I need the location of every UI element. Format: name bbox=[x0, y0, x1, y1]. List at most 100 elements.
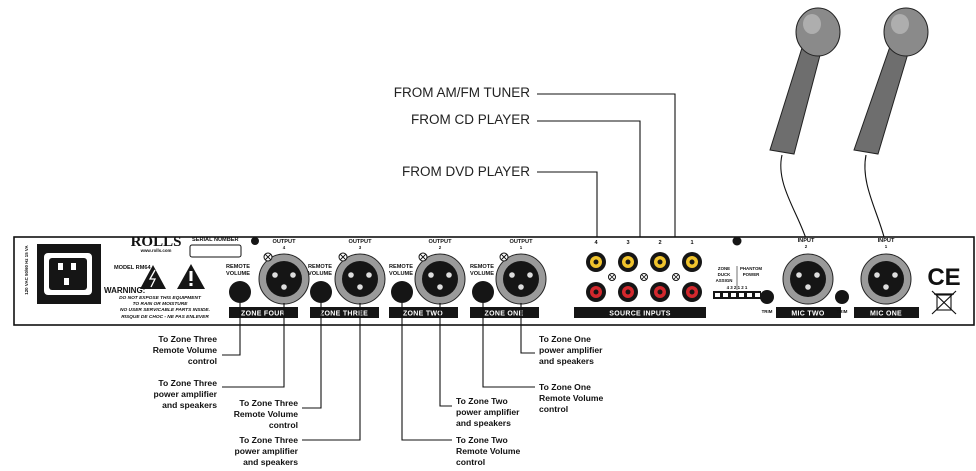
svg-text:To Zone Two: To Zone Two bbox=[456, 396, 508, 406]
screw-hole-2 bbox=[732, 236, 742, 246]
annotation-z3-remote-b: To Zone Three Remote Volume control bbox=[234, 398, 299, 430]
svg-text:To Zone Three: To Zone Three bbox=[239, 398, 298, 408]
svg-text:3: 3 bbox=[359, 245, 362, 250]
svg-text:1: 1 bbox=[690, 240, 693, 246]
svg-text:4: 4 bbox=[283, 245, 286, 250]
power-inlet bbox=[37, 244, 101, 304]
leader-z3-remote bbox=[222, 303, 241, 356]
zone-two-remote-jack bbox=[391, 281, 413, 303]
svg-text:power amplifier: power amplifier bbox=[456, 407, 520, 417]
svg-text:2: 2 bbox=[658, 240, 661, 246]
svg-text:To Zone Three: To Zone Three bbox=[239, 435, 298, 445]
svg-text:ASSIGN: ASSIGN bbox=[716, 278, 733, 283]
annotation-z2-remote: To Zone Two Remote Volume control bbox=[456, 435, 521, 467]
warning-line-4: RISQUE DE CHOC - NE PAS ENLEVER bbox=[121, 314, 209, 320]
model-label: MODEL RM64 bbox=[114, 265, 151, 271]
mic-two-grille bbox=[795, 7, 841, 57]
svg-text:VOLUME: VOLUME bbox=[226, 271, 250, 277]
warning-line-1: DO NOT EXPOSE THIS EQUIPMENT bbox=[119, 295, 202, 301]
svg-text:control: control bbox=[188, 356, 217, 366]
source-inputs-section: 4 3 2 1 SOURCE INPUTS bbox=[574, 240, 706, 318]
dip-switch-section: ZONE DUCK ASSIGN PHANTOM POWER 4 3 2 1 2… bbox=[713, 266, 762, 299]
zone-one-remote-jack bbox=[472, 281, 494, 303]
svg-text:and speakers: and speakers bbox=[243, 457, 298, 467]
svg-text:REMOTE: REMOTE bbox=[389, 264, 413, 270]
svg-text:Remote Volume: Remote Volume bbox=[234, 409, 299, 419]
mic-two-cable bbox=[780, 154, 809, 246]
mic-one-trim-knob bbox=[835, 290, 849, 304]
svg-text:POWER: POWER bbox=[743, 272, 760, 277]
zone-three-label: ZONE THREE bbox=[320, 311, 368, 318]
svg-text:control: control bbox=[539, 404, 568, 414]
mic-one-cable bbox=[864, 154, 887, 246]
zone-one-section: REMOTE VOLUME OUTPUT 1 bbox=[470, 239, 547, 305]
svg-text:4: 4 bbox=[594, 240, 598, 246]
source-cd-label: FROM CD PLAYER bbox=[411, 112, 530, 127]
annotation-z1-amp: To Zone One power amplifier and speakers bbox=[539, 334, 603, 366]
annotation-z3-amp-b: To Zone Three power amplifier and speake… bbox=[234, 435, 298, 467]
cd-wire bbox=[537, 120, 641, 290]
svg-text:control: control bbox=[269, 420, 298, 430]
screw-hole bbox=[251, 237, 259, 245]
ce-mark: CE bbox=[927, 264, 960, 291]
svg-text:Remote Volume: Remote Volume bbox=[153, 345, 218, 355]
source-inputs-label: SOURCE INPUTS bbox=[609, 311, 670, 318]
dip-switches bbox=[713, 291, 761, 299]
mic-one-section: TRIM INPUT 1 MIC ONE bbox=[835, 238, 919, 318]
leader-z3-amp-b bbox=[302, 303, 361, 441]
zone-three-remote-jack bbox=[310, 281, 332, 303]
svg-text:and speakers: and speakers bbox=[539, 356, 594, 366]
mic-two-label: MIC TWO bbox=[791, 311, 824, 318]
svg-text:VOLUME: VOLUME bbox=[470, 271, 494, 277]
mic-one bbox=[853, 7, 929, 246]
zone-three-section: REMOTE VOLUME OUTPUT 3 bbox=[308, 239, 386, 305]
leader-z3-remote-b bbox=[302, 303, 322, 409]
serial-box bbox=[189, 244, 242, 258]
warning-title: WARNING: bbox=[104, 286, 145, 295]
leader-z3-amp-a bbox=[222, 303, 285, 388]
svg-text:and speakers: and speakers bbox=[162, 400, 217, 410]
warning-line-2: TO RAIN OR MOISTURE bbox=[133, 301, 189, 307]
svg-text:control: control bbox=[456, 457, 485, 467]
svg-text:VOLUME: VOLUME bbox=[389, 271, 413, 277]
svg-text:OUTPUT: OUTPUT bbox=[273, 239, 297, 245]
svg-text:To Zone Three: To Zone Three bbox=[158, 334, 217, 344]
source-am-fm-label: FROM AM/FM TUNER bbox=[394, 85, 530, 100]
annotation-z3-remote: To Zone Three Remote Volume control bbox=[153, 334, 218, 366]
svg-text:1: 1 bbox=[885, 244, 888, 249]
power-rating: 120 VAC 50/60 Hz 15 VA bbox=[24, 244, 29, 294]
mic-two-bar bbox=[776, 307, 841, 318]
mic-one-label: MIC ONE bbox=[870, 311, 902, 318]
svg-text:INPUT: INPUT bbox=[878, 238, 895, 244]
svg-text:power amplifier: power amplifier bbox=[539, 345, 603, 355]
svg-text:VOLUME: VOLUME bbox=[308, 271, 332, 277]
zone-four-bar bbox=[229, 307, 298, 318]
svg-text:Remote Volume: Remote Volume bbox=[456, 446, 521, 456]
weee-bin-icon bbox=[931, 290, 957, 315]
zone-two-bar bbox=[389, 307, 458, 318]
svg-text:To Zone Two: To Zone Two bbox=[456, 435, 508, 445]
zone-four-label: ZONE FOUR bbox=[241, 311, 285, 318]
brand-logo: ROLLS bbox=[131, 234, 182, 250]
leader-z1-amp bbox=[520, 303, 535, 354]
am-fm-wire bbox=[537, 93, 676, 289]
annotation-z1-remote: To Zone One Remote Volume control bbox=[539, 382, 604, 414]
website: www.rolls.com bbox=[140, 248, 172, 253]
zone-one-label: ZONE ONE bbox=[485, 311, 524, 318]
zone-three-bar bbox=[310, 307, 379, 318]
svg-text:DUCK: DUCK bbox=[718, 272, 732, 277]
shock-warning-icon bbox=[140, 265, 166, 289]
mic-two-section: TRIM INPUT 2 MIC TWO bbox=[760, 238, 841, 318]
zone-two-label: ZONE TWO bbox=[403, 311, 443, 318]
svg-text:OUTPUT: OUTPUT bbox=[429, 239, 453, 245]
svg-text:To Zone Three: To Zone Three bbox=[158, 378, 217, 388]
svg-text:To Zone One: To Zone One bbox=[539, 382, 591, 392]
svg-text:power amplifier: power amplifier bbox=[234, 446, 298, 456]
svg-text:To Zone One: To Zone One bbox=[539, 334, 591, 344]
zone-four-remote-jack bbox=[229, 281, 251, 303]
svg-text:INPUT: INPUT bbox=[798, 238, 815, 244]
mic-two-trim-knob bbox=[760, 290, 774, 304]
source-dvd-label: FROM DVD PLAYER bbox=[402, 164, 530, 179]
svg-text:REMOTE: REMOTE bbox=[470, 264, 494, 270]
